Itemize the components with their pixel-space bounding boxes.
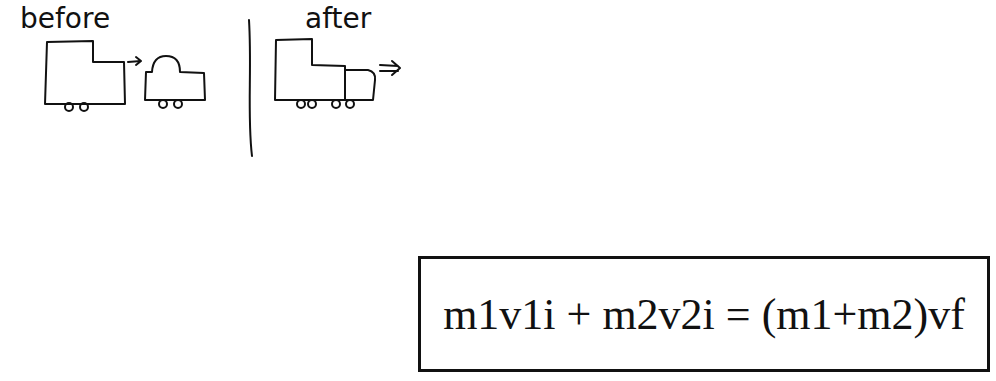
big-truck xyxy=(275,39,345,100)
wheel xyxy=(308,100,316,108)
wheel xyxy=(297,100,305,108)
velocity-arrow xyxy=(380,61,400,75)
wheel xyxy=(65,103,73,111)
small-truck xyxy=(145,56,205,100)
handwritten-label: before xyxy=(20,2,110,35)
wheel xyxy=(346,100,354,108)
equation-text: m1v1i + m2v2i = (m1+m2)vf xyxy=(443,289,965,340)
velocity-arrow xyxy=(128,57,141,65)
wheel xyxy=(174,100,182,108)
small-truck xyxy=(345,70,375,100)
handwritten-label: after xyxy=(305,2,371,35)
big-truck xyxy=(45,41,125,104)
wheel xyxy=(80,103,88,111)
wheel xyxy=(159,100,167,108)
wheel xyxy=(332,100,340,108)
equation-box: m1v1i + m2v2i = (m1+m2)vf xyxy=(418,256,990,372)
divider-line xyxy=(249,20,252,156)
